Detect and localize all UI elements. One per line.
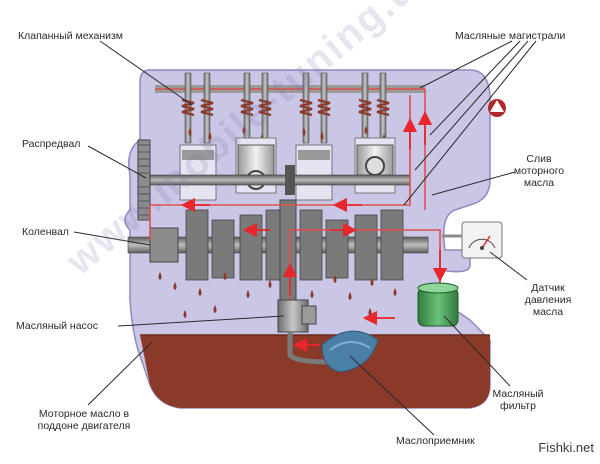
label-pressure-sensor: Датчик давления масла	[524, 282, 572, 318]
camshaft	[137, 139, 411, 221]
label-oil-drain: Слив моторного масла	[513, 153, 565, 189]
valve-mechanism	[181, 72, 390, 144]
brand-logo-icon	[488, 99, 506, 117]
label-engine-oil: Моторное масло в поддоне двигателя	[37, 408, 131, 432]
oil-pickup	[287, 330, 379, 373]
flow-arrows	[180, 110, 448, 353]
oil-pressure-gauge	[442, 221, 503, 259]
label-camshaft: Распредвал	[22, 138, 81, 150]
oil-filter	[417, 282, 459, 327]
leader-lines	[73, 40, 537, 436]
oil-drips-lower	[158, 272, 397, 318]
label-oil-pickup: Маслоприемник	[396, 435, 475, 447]
label-oil-lines: Масляные магистрали	[455, 30, 566, 42]
label-oil-pump: Масляный насос	[16, 320, 98, 332]
label-valve-mechanism: Клапанный механизм	[18, 30, 124, 42]
source-mark: Fishki.net	[538, 440, 594, 455]
label-oil-filter: Масляный фильтр	[492, 388, 544, 412]
label-crankshaft: Коленвал	[22, 226, 69, 238]
oil-sump	[140, 335, 490, 408]
